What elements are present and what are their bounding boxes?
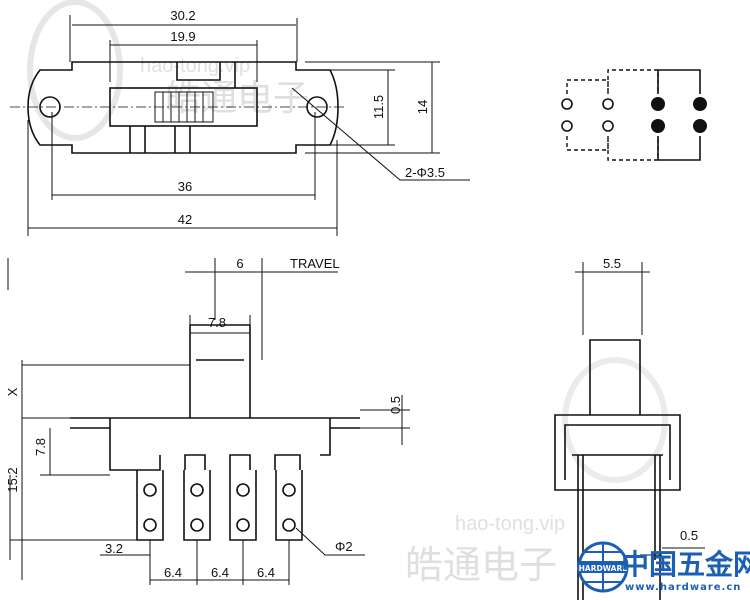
dim-30-2: 30.2 (170, 8, 195, 23)
dim-pitch: 6.4 (211, 565, 229, 580)
side-view: 6 TRAVEL 7.8 X 7.8 15.2 0.5 3.2 6.4 6.4 … (5, 256, 410, 585)
dim-actuator-width: 7.8 (208, 315, 226, 330)
dim-42: 42 (178, 212, 192, 227)
dim-flange: 0.5 (388, 396, 403, 414)
watermark-site-bottom: hao-tong.vip (455, 513, 565, 535)
dim-end-actuator: 5.5 (603, 256, 621, 271)
switch-schematic (561, 69, 707, 161)
dim-14: 14 (415, 100, 430, 114)
logo-cn: 中国五金网 (621, 548, 750, 581)
dim-19-9: 19.9 (170, 29, 195, 44)
dim-36: 36 (178, 179, 192, 194)
watermark: hao-tong.vip 皓通电子 hao-tong.vip 皓通电子 (27, 0, 668, 587)
dim-pitch: 6.4 (164, 565, 182, 580)
dim-pitch: 6.4 (257, 565, 275, 580)
hardware-logo: HARDWARE 中国五金网 www.hardware.cn (577, 541, 750, 593)
travel-label: TRAVEL (290, 256, 340, 271)
dim-x: X (5, 387, 20, 396)
dim-total-height: 15.2 (5, 467, 20, 492)
pins (136, 470, 303, 541)
end-view: 5.5 0.5 (554, 256, 705, 600)
dim-body-height: 7.8 (33, 438, 48, 456)
watermark-brand-bottom: 皓通电子 (405, 545, 557, 587)
dim-11-5: 11.5 (371, 95, 386, 119)
logo-url: www.hardware.cn (625, 582, 741, 593)
watermark-brand-top: 皓通电子 (165, 77, 309, 118)
dim-pin-offset: 3.2 (105, 541, 123, 556)
top-view: 30.2 19.9 36 42 11.5 14 2-Φ3.5 (10, 8, 470, 236)
pin-diameter: Φ2 (335, 539, 353, 554)
dim-travel: 6 (236, 256, 243, 271)
watermark-site-top: hao-tong.vip (140, 55, 250, 77)
logo-en: HARDWARE (579, 564, 628, 573)
hole-label: 2-Φ3.5 (405, 165, 445, 180)
dim-end-pin: 0.5 (680, 528, 698, 543)
